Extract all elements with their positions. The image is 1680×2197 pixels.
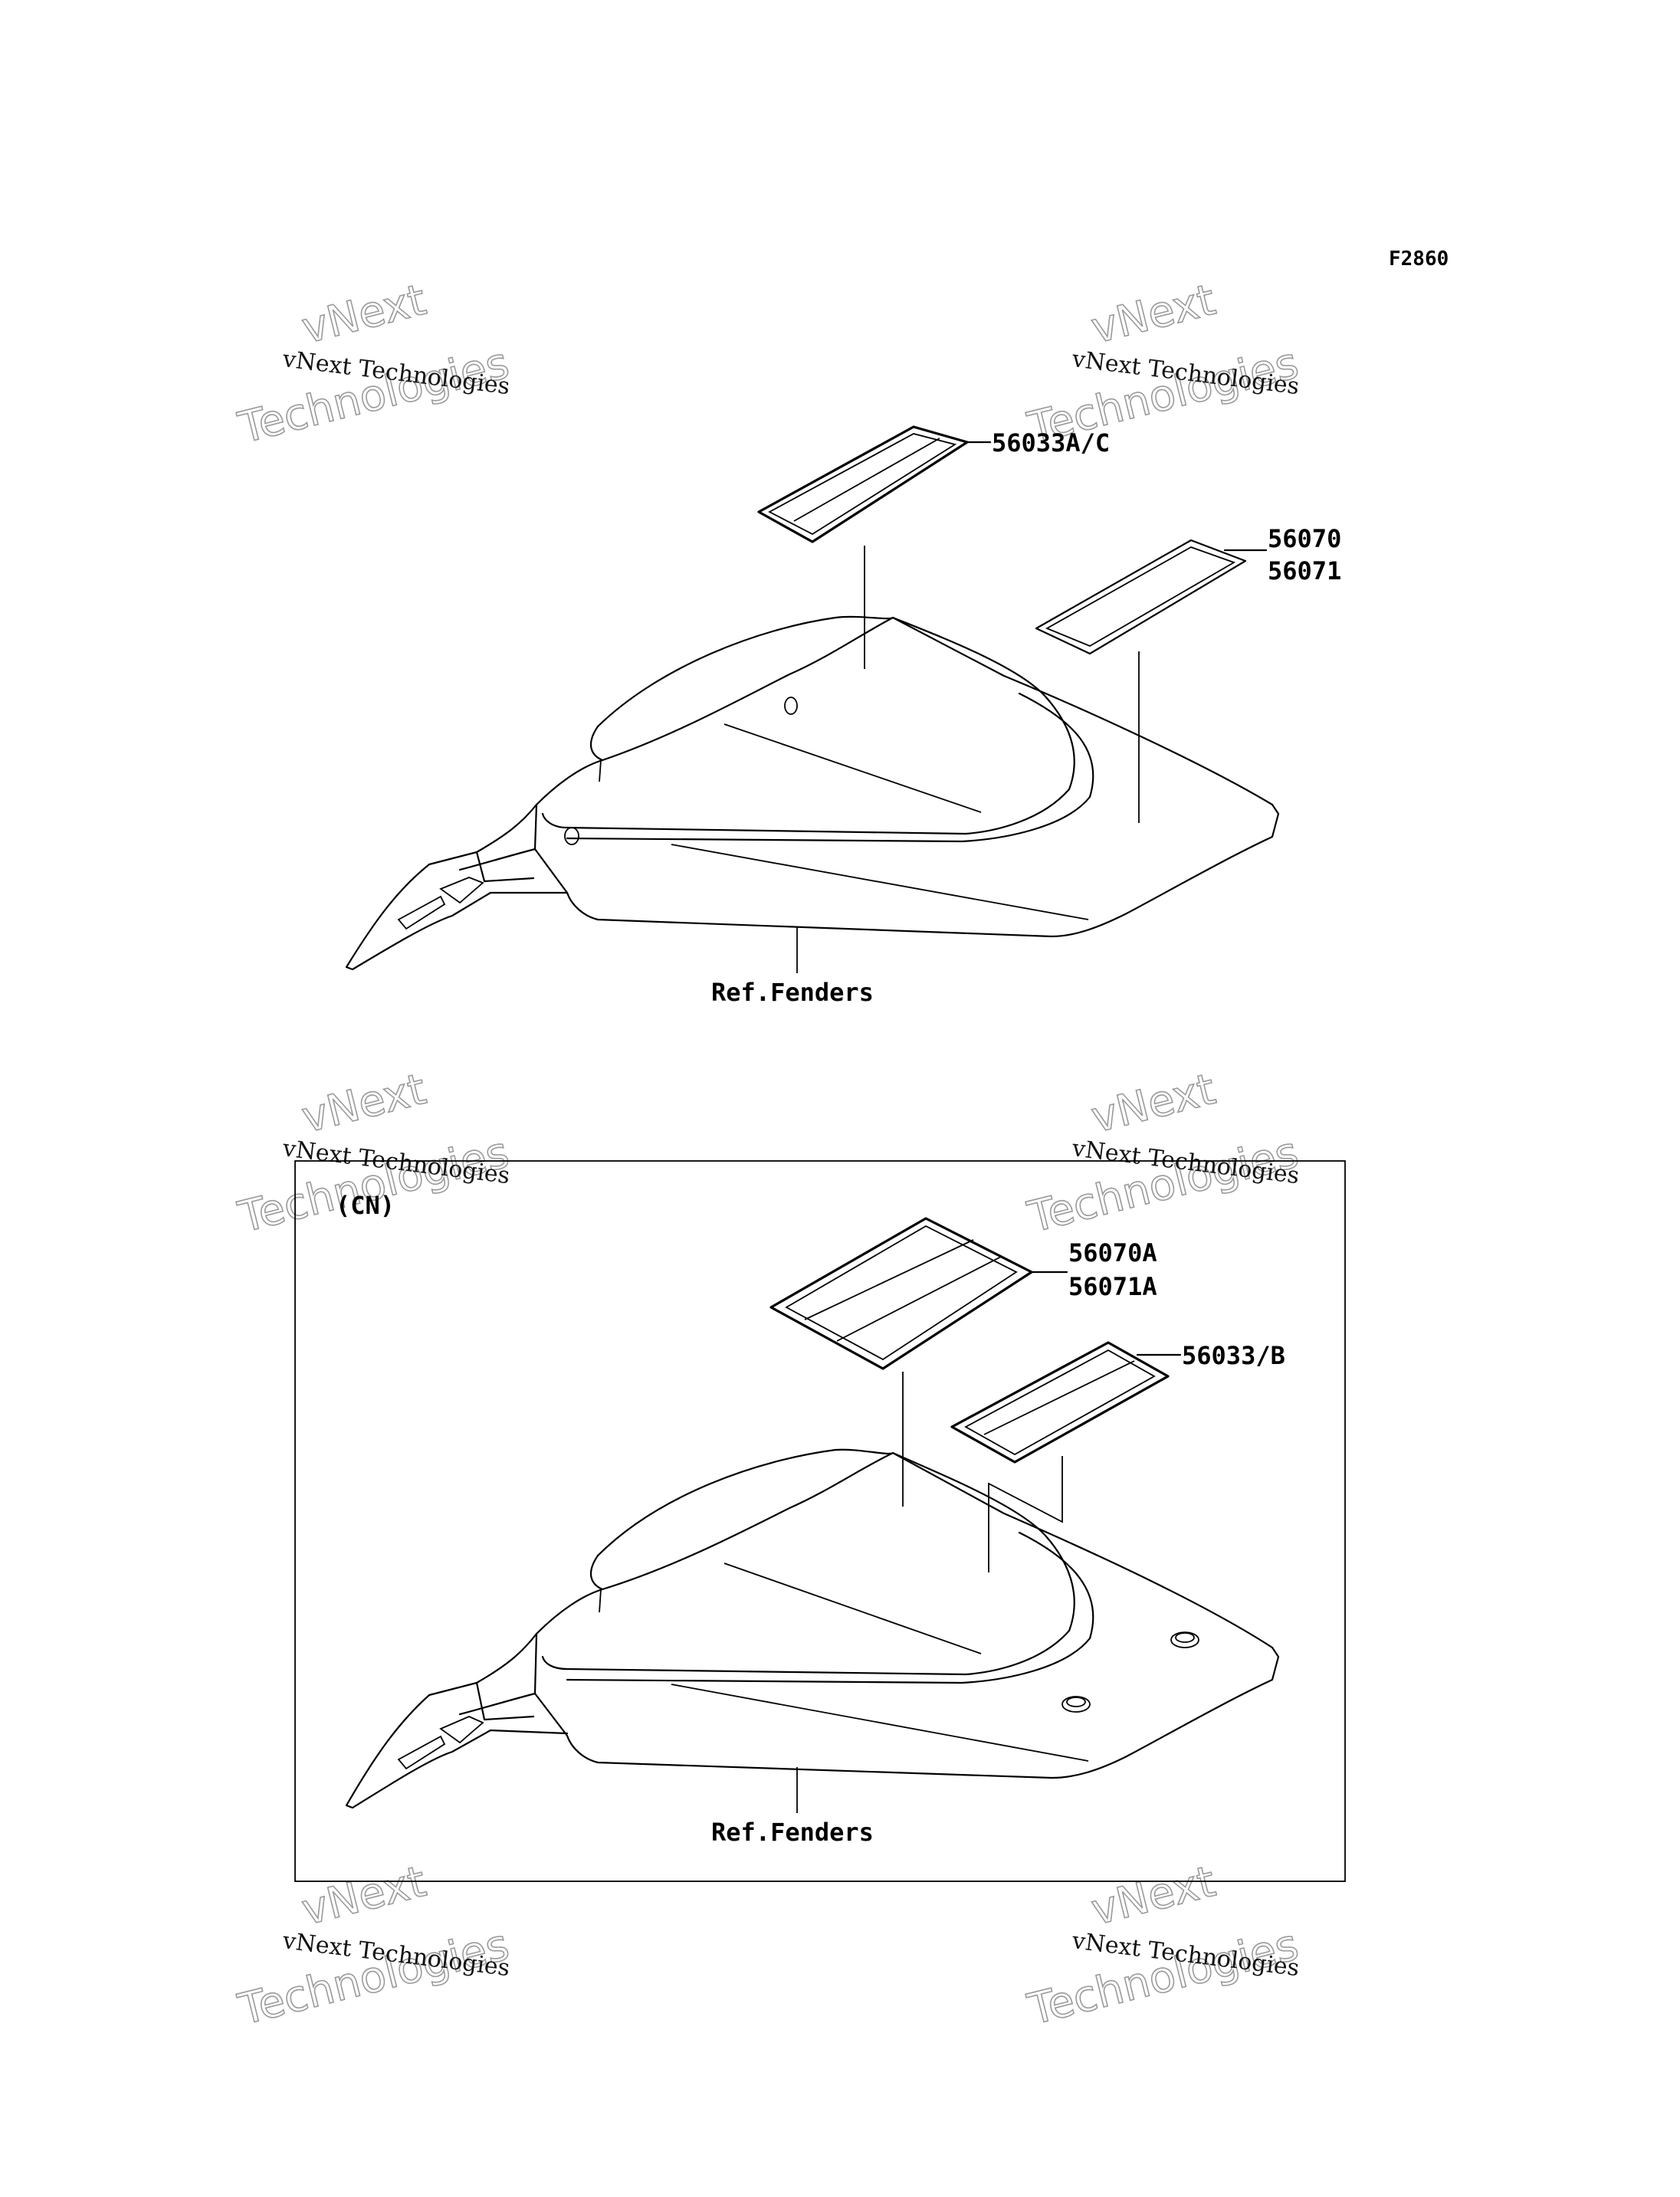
label-56070: 56070 — [1268, 524, 1341, 553]
guide-56033b — [988, 1456, 1063, 1572]
variant-frame — [294, 1160, 1346, 1882]
rear-cowl-bottom — [345, 1448, 1280, 1813]
watermark-line1: vNext — [1087, 1857, 1220, 1936]
label-56071a: 56071A — [1068, 1272, 1157, 1301]
decal-56033b — [950, 1341, 1170, 1464]
label-56071: 56071 — [1268, 556, 1341, 585]
label-56033b: 56033/B — [1182, 1341, 1285, 1370]
bottom-view: (CN) 56070A 56071A 56033/B — [294, 1160, 1346, 1882]
label-ref-fenders-bottom: Ref.Fenders — [711, 1818, 874, 1847]
decal-56070 — [1035, 539, 1247, 655]
watermark-top-left: vNext Technologies vNext Technologies — [233, 274, 514, 454]
label-56033ac: 56033A/C — [992, 428, 1110, 457]
watermark-middle-right: vNext Technologies vNext Technologies — [1022, 1064, 1304, 1243]
variant-label: (CN) — [336, 1191, 395, 1220]
watermark-line1: vNext — [297, 1064, 431, 1143]
watermark-line2: Technologies — [1023, 1920, 1304, 2035]
top-view: 56033A/C 56070 56071 — [345, 425, 1341, 1007]
watermark-line2: Technologies — [234, 1920, 514, 2035]
watermark-line2: Technologies — [234, 1127, 514, 1242]
watermark-top-right: vNext Technologies vNext Technologies — [1022, 274, 1304, 454]
watermark-line1: vNext — [1087, 1064, 1220, 1143]
label-ref-fenders-top: Ref.Fenders — [711, 978, 874, 1007]
watermark-line2: Technologies — [1023, 1127, 1304, 1242]
watermark-bottom-left: vNext Technologies vNext Technologies — [233, 1856, 514, 2035]
watermark-line2: Technologies — [234, 338, 514, 453]
figure-code: F2860 — [1389, 248, 1449, 271]
decal-56033ac — [757, 425, 969, 543]
watermark-bottom-right: vNext Technologies vNext Technologies — [1022, 1856, 1304, 2035]
label-56070a: 56070A — [1068, 1238, 1157, 1267]
watermark-line1: vNext — [1087, 275, 1220, 354]
rear-cowl-top — [345, 615, 1280, 973]
watermark-line1: vNext — [297, 1857, 431, 1936]
decal-56070a — [769, 1217, 1033, 1370]
watermark-line1: vNext — [297, 275, 431, 354]
